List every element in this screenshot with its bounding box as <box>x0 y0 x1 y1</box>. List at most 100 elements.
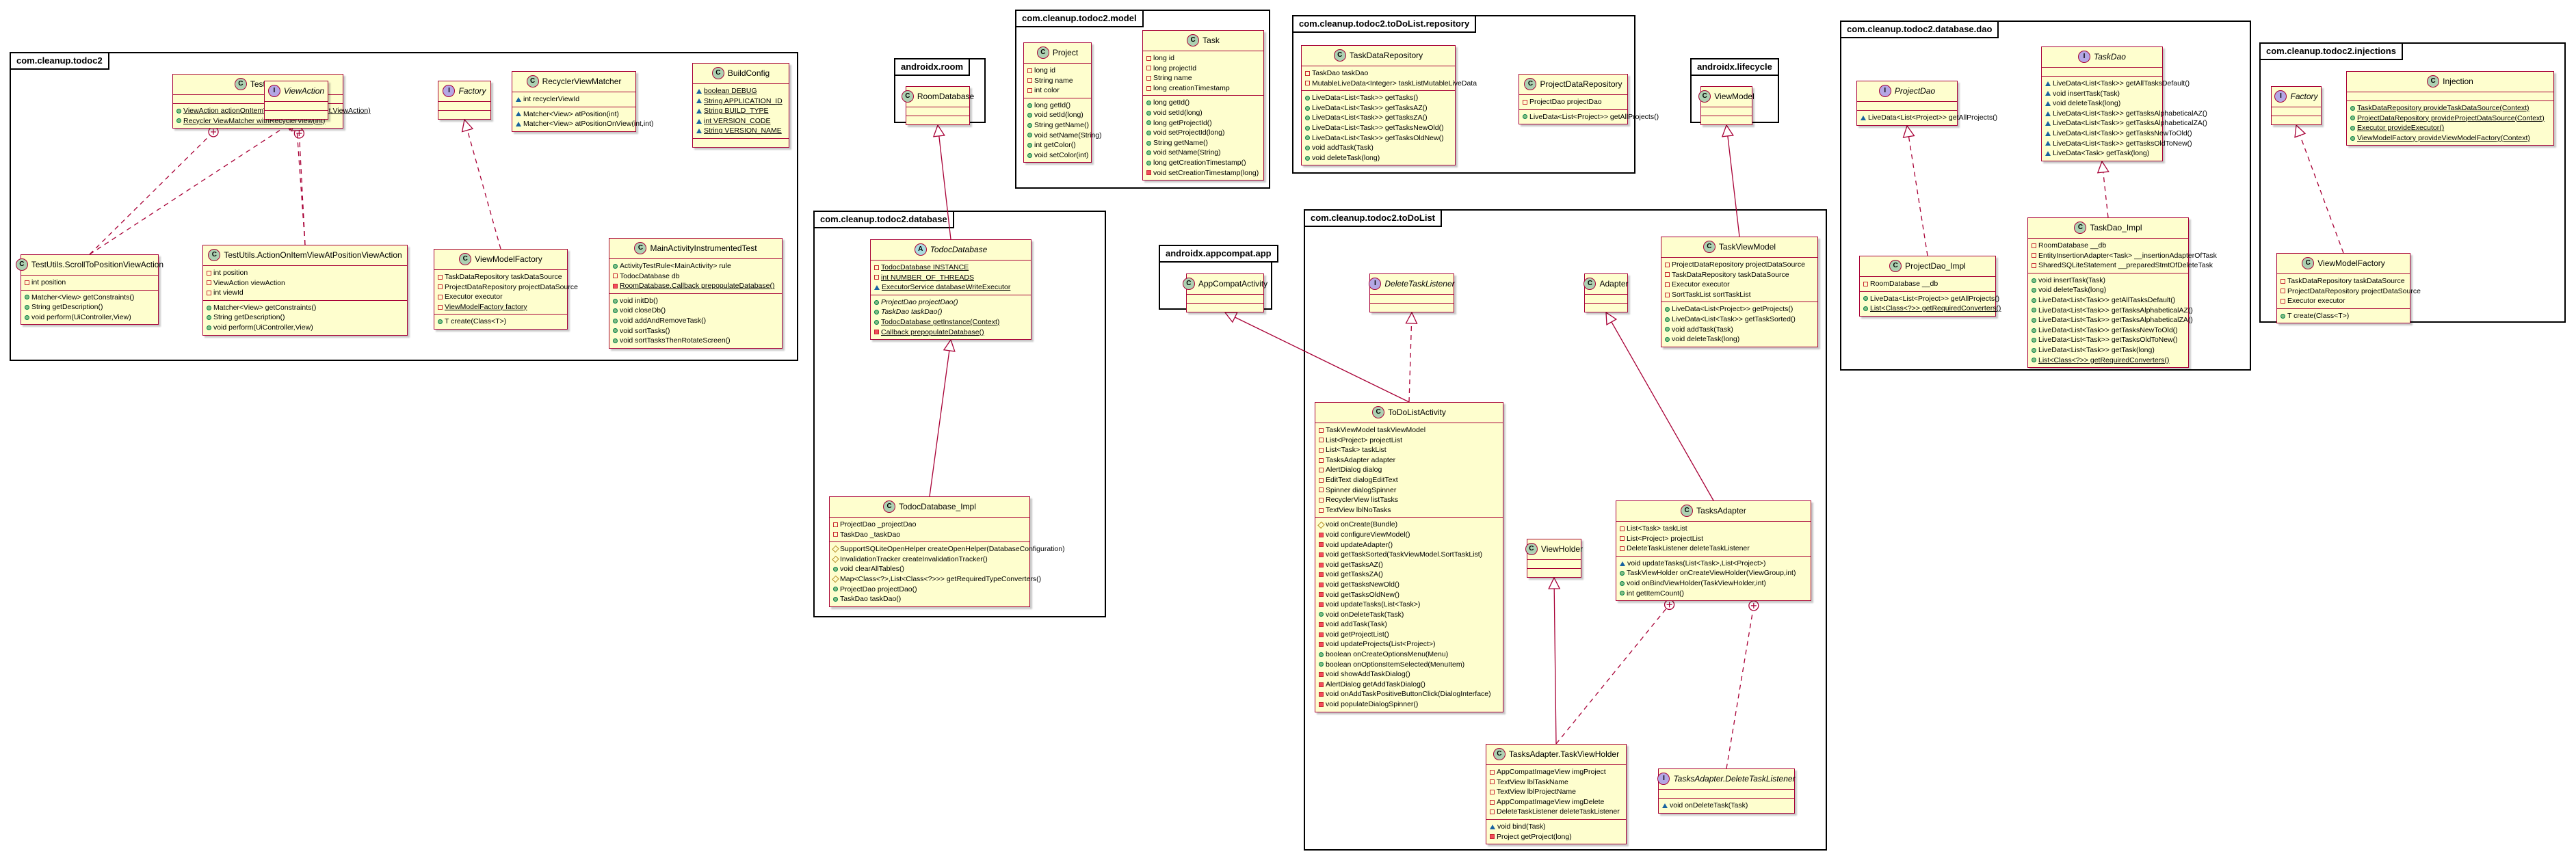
class-member: TaskDataRepository taskDataSource <box>438 272 564 282</box>
class-name: TasksAdapter.DeleteTaskListener <box>1673 774 1796 784</box>
private-visibility-icon <box>207 280 211 286</box>
private-visibility-icon <box>1319 632 1324 637</box>
class-member: void populateDialogSpinner() <box>1319 699 1500 710</box>
methods-section <box>1701 116 1752 124</box>
class-member: LiveData<List<Task>> getTasksOldToNew() <box>2032 335 2185 345</box>
public-visibility-icon <box>207 325 211 330</box>
class-member: String name <box>1146 73 1261 83</box>
public-visibility-icon <box>1665 307 1670 312</box>
class-icon: C <box>711 67 724 79</box>
class-member: T create(Class<T>) <box>438 317 564 327</box>
public-visibility-icon <box>1523 114 1527 120</box>
class-name: TaskDao_Impl <box>2090 223 2142 232</box>
realization-line <box>89 119 297 255</box>
member-text: void deleteTask(long) <box>2038 286 2107 295</box>
public-visibility-icon <box>1319 612 1324 617</box>
private-visibility-icon <box>1319 701 1324 707</box>
member-text: ExecutorService databaseWriteExecutor <box>882 283 1011 292</box>
private-visibility-icon <box>1620 526 1625 531</box>
public-visibility-icon <box>25 315 29 320</box>
private-visibility-icon <box>1319 497 1324 503</box>
fields-section: RoomDatabase __db <box>1860 277 1995 292</box>
private-visibility-icon <box>1319 692 1324 697</box>
private-visibility-icon <box>207 290 211 295</box>
public-visibility-icon <box>1027 122 1032 128</box>
package-visibility-icon <box>2045 141 2051 146</box>
inheritance-line <box>1726 124 1740 237</box>
private-visibility-icon <box>613 273 618 279</box>
member-text: TaskDao taskDao <box>1312 69 1369 77</box>
methods-section <box>1585 304 1627 312</box>
member-text: RoomDatabase __db <box>1870 280 1938 288</box>
member-text: Executor provideExecutor() <box>2357 124 2445 133</box>
private-visibility-icon <box>1319 682 1324 687</box>
private-visibility-icon <box>2281 289 2285 294</box>
member-text: boolean onCreateOptionsMenu(Menu) <box>1326 650 1449 659</box>
class-member: DeleteTaskListener deleteTaskListener <box>1620 544 1808 554</box>
class-member: Matcher<View> getConstraints() <box>207 303 404 313</box>
public-visibility-icon <box>1146 101 1151 106</box>
member-text: LiveData<List<Task>> getTasksAlphabetica… <box>2053 119 2207 128</box>
package-visibility-icon <box>1620 561 1625 566</box>
class-member: LiveData<List<Task>> getTasks() <box>1305 93 1452 103</box>
class-member: void onCreate(Bundle) <box>1317 520 1500 530</box>
member-text: ProjectDataRepository projectDataSource <box>1672 260 1805 269</box>
class-name: TaskDataRepository <box>1349 51 1423 60</box>
member-text: LiveData<List<Task>> getTasksNewToOld() <box>2053 129 2192 137</box>
member-text: LiveData<List<Task>> getTasksAZ() <box>1312 103 1428 112</box>
package-label: androidx.appcompat.app <box>1159 245 1278 263</box>
member-text: Executor executor <box>445 293 503 302</box>
private-visibility-icon <box>1146 66 1151 71</box>
class-icon: C <box>1187 34 1200 46</box>
private-visibility-icon <box>2281 278 2285 284</box>
class-member: TextView lblProjectName <box>1490 787 1623 797</box>
class-member: void updateProjects(List<Project>) <box>1319 639 1500 650</box>
member-text: T create(Class<T>) <box>445 317 507 326</box>
package-label: com.cleanup.todoc2.database <box>813 211 954 228</box>
class-member: AlertDialog dialog <box>1319 465 1500 475</box>
package-visibility-icon <box>696 98 702 104</box>
member-text: String name <box>1153 74 1192 83</box>
class-member: LiveData<List<Task>> getAllTasksDefault(… <box>2032 295 2185 306</box>
private-visibility-icon <box>1146 170 1151 176</box>
member-text: int recyclerViewId <box>523 95 580 103</box>
member-text: TodocDatabase db <box>620 271 680 280</box>
package-visibility-icon <box>2045 121 2051 126</box>
class-member: DeleteTaskListener deleteTaskListener <box>1490 807 1623 817</box>
class-member: List<Class<?>> getRequiredConverters() <box>1863 304 2001 314</box>
private-visibility-icon <box>1523 99 1527 105</box>
class-icon: C <box>208 249 221 261</box>
fields-section <box>1527 560 1581 569</box>
class-member: ProjectDao _projectDao <box>833 520 1027 530</box>
member-text: void getTaskSorted(TaskViewModel.SortTas… <box>1326 550 1483 559</box>
class-member: void closeDb() <box>613 306 779 316</box>
member-text: int position <box>213 269 248 277</box>
member-text: TaskDao taskDao() <box>881 308 943 317</box>
class-member: ProjectDataRepository projectDataSource <box>1665 260 1815 270</box>
member-text: void setName(String) <box>1153 148 1221 157</box>
member-text: Executor executor <box>1672 280 1730 289</box>
class-icon: C <box>2302 257 2315 269</box>
member-text: void setId(long) <box>1034 111 1083 120</box>
member-text: String getDescription() <box>213 313 285 322</box>
member-text: LiveData<List<Task>> getAllTasksDefault(… <box>2053 79 2190 88</box>
class-member: String getName() <box>1027 120 1089 131</box>
member-text: TaskDataRepository taskDataSource <box>2287 277 2405 285</box>
member-text: DeleteTaskListener deleteTaskListener <box>1497 807 1620 816</box>
public-visibility-icon <box>2350 125 2355 131</box>
member-text: SortTaskList sortTaskList <box>1672 290 1751 299</box>
private-visibility-icon <box>1319 457 1324 463</box>
class-member: List<Task> taskList <box>1319 445 1500 455</box>
class-member: void updateAdapter() <box>1319 540 1500 550</box>
member-text: void setProjectId(long) <box>1153 129 1225 137</box>
class-icon: C <box>1333 49 1346 62</box>
inheritance-line <box>1605 312 1714 501</box>
member-text: String name <box>1034 76 1073 85</box>
package-label: com.cleanup.todoc2.toDoList.repository <box>1292 15 1477 33</box>
private-visibility-icon <box>438 284 443 290</box>
